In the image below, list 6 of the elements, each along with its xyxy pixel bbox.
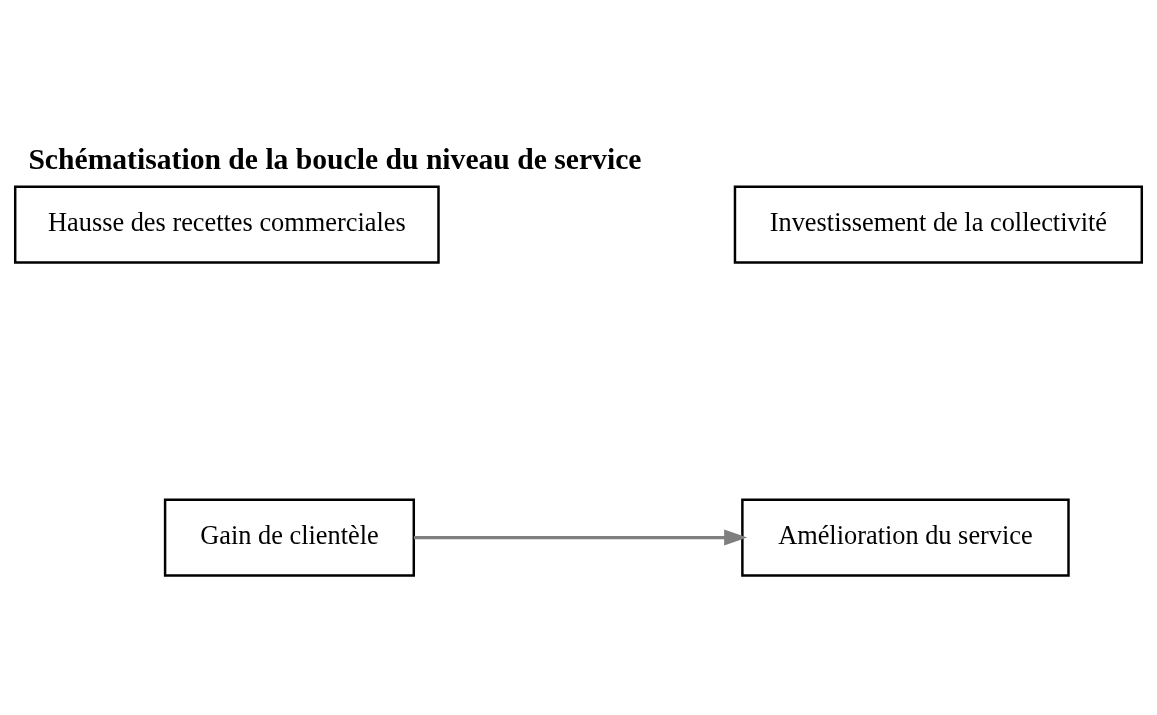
arrow [413, 528, 748, 546]
node-box: Amélioration du service [741, 497, 1070, 577]
node-box: Hausse des recettes commerciales [13, 184, 440, 264]
node-box: Gain de clientèle [163, 497, 416, 577]
diagram-title: Schématisation de la boucle du niveau de service [28, 142, 642, 175]
node-box: Investissement de la collectivité [733, 184, 1144, 264]
